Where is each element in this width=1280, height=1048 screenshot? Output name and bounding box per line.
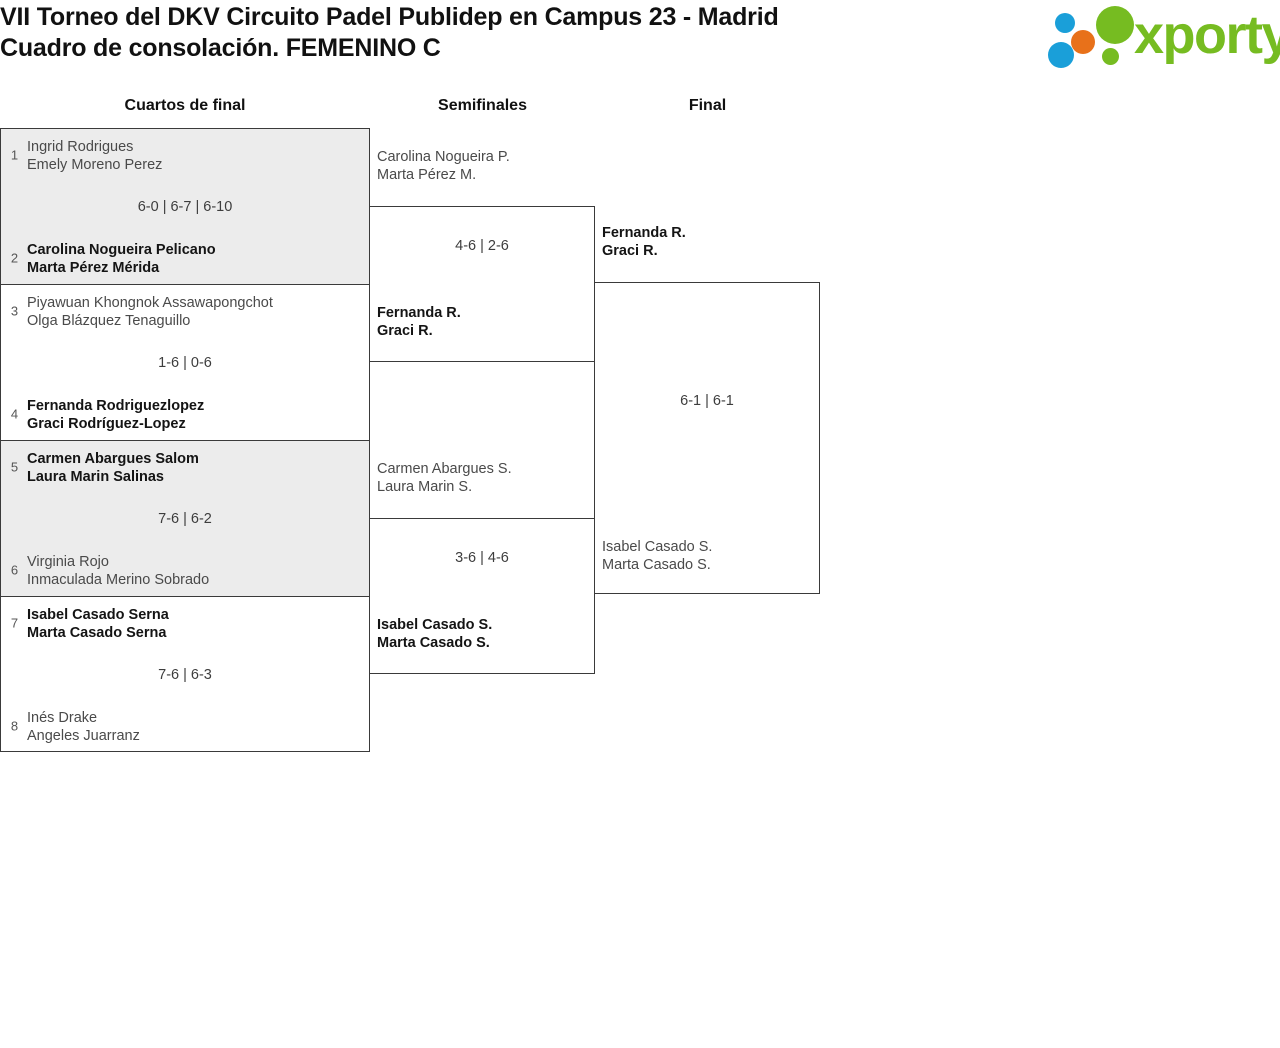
semifinal-1-team-bottom: Fernanda R. Graci R. bbox=[377, 304, 461, 340]
team-bottom: Fernanda Rodriguezlopez Graci Rodríguez-… bbox=[1, 397, 369, 433]
player-name: Fernanda R. bbox=[377, 305, 461, 321]
match-score: 7-6 | 6-2 bbox=[158, 511, 212, 527]
player-name: Isabel Casado S. bbox=[602, 539, 713, 555]
page-title: VII Torneo del DKV Circuito Padel Publid… bbox=[0, 2, 960, 64]
team-bottom: Inés Drake Angeles Juarranz bbox=[1, 709, 369, 745]
seed-number: 8 bbox=[10, 718, 19, 734]
player-name: Isabel Casado Serna bbox=[27, 607, 169, 623]
logo-dot-green-small-icon bbox=[1102, 48, 1119, 65]
player-name: Marta Pérez M. bbox=[377, 167, 477, 183]
semifinal-2-team-bottom: Isabel Casado S. Marta Casado S. bbox=[377, 616, 492, 652]
player-name: Laura Marin S. bbox=[377, 479, 473, 495]
player-name: Fernanda R. bbox=[602, 225, 686, 241]
semifinal-1-team-top: Carolina Nogueira P. Marta Pérez M. bbox=[377, 148, 510, 184]
page-title-line-2: Cuadro de consolación. FEMENINO C bbox=[0, 34, 441, 62]
match-score: 4-6 | 2-6 bbox=[455, 238, 509, 254]
player-name: Ingrid Rodrigues bbox=[27, 139, 134, 155]
match-score: 6-1 | 6-1 bbox=[680, 393, 734, 409]
player-name: Graci Rodríguez-Lopez bbox=[27, 416, 186, 432]
match-semifinal-2[interactable]: 3-6 | 4-6 bbox=[369, 518, 595, 674]
seed-number: 5 bbox=[10, 459, 19, 475]
player-name: Graci R. bbox=[602, 243, 658, 259]
logo-dot-blue-small-icon bbox=[1055, 13, 1075, 33]
round-heading-semifinals: Semifinales bbox=[438, 97, 527, 114]
match-quarterfinal-2[interactable]: 3 Piyawuan Khongnok Assawapongchot Olga … bbox=[0, 284, 370, 440]
team-top: Ingrid Rodrigues Emely Moreno Perez bbox=[1, 138, 369, 174]
player-name: Fernanda Rodriguezlopez bbox=[27, 398, 205, 414]
semifinal-2-team-top: Carmen Abargues S. Laura Marin S. bbox=[377, 460, 512, 496]
logo-wordmark: xporty bbox=[1134, 5, 1280, 65]
player-name: Graci R. bbox=[377, 323, 433, 339]
player-name: Piyawuan Khongnok Assawapongchot bbox=[27, 295, 273, 311]
player-name: Marta Casado Serna bbox=[27, 625, 167, 641]
xporty-logo[interactable]: xporty bbox=[1046, 4, 1280, 68]
seed-number: 3 bbox=[10, 303, 19, 319]
team-bottom: Virginia Rojo Inmaculada Merino Sobrado bbox=[1, 553, 369, 589]
logo-dot-blue-large-icon bbox=[1048, 42, 1074, 68]
logo-dot-green-large-icon bbox=[1096, 6, 1134, 44]
team-top: Piyawuan Khongnok Assawapongchot Olga Bl… bbox=[1, 294, 369, 330]
match-score: 3-6 | 4-6 bbox=[455, 550, 509, 566]
player-name: Emely Moreno Perez bbox=[27, 157, 163, 173]
match-final[interactable]: 6-1 | 6-1 bbox=[594, 282, 820, 594]
player-name: Carmen Abargues Salom bbox=[27, 451, 199, 467]
player-name: Laura Marin Salinas bbox=[27, 469, 164, 485]
page-title-line-1: VII Torneo del DKV Circuito Padel Publid… bbox=[0, 3, 779, 31]
match-score: 6-0 | 6-7 | 6-10 bbox=[137, 199, 233, 215]
player-name: Inmaculada Merino Sobrado bbox=[27, 572, 210, 588]
team-bottom: Carolina Nogueira Pelicano Marta Pérez M… bbox=[1, 241, 369, 277]
player-name: Carolina Nogueira P. bbox=[377, 149, 510, 165]
player-name: Inés Drake bbox=[27, 710, 98, 726]
player-name: Marta Casado S. bbox=[602, 557, 711, 573]
team-top: Carmen Abargues Salom Laura Marin Salina… bbox=[1, 450, 369, 486]
seed-number: 4 bbox=[10, 406, 19, 422]
match-quarterfinal-4[interactable]: 7 Isabel Casado Serna Marta Casado Serna… bbox=[0, 596, 370, 752]
match-score: 1-6 | 0-6 bbox=[158, 355, 212, 371]
player-name: Isabel Casado S. bbox=[377, 617, 493, 633]
team-top: Isabel Casado Serna Marta Casado Serna bbox=[1, 606, 369, 642]
round-heading-quarterfinals: Cuartos de final bbox=[124, 97, 246, 114]
logo-dot-orange-icon bbox=[1071, 30, 1095, 54]
seed-number: 7 bbox=[10, 615, 19, 631]
player-name: Marta Casado S. bbox=[377, 635, 490, 651]
match-score: 7-6 | 6-3 bbox=[158, 667, 212, 683]
seed-number: 1 bbox=[10, 147, 19, 163]
seed-number: 6 bbox=[10, 562, 19, 578]
player-name: Angeles Juarranz bbox=[27, 728, 140, 744]
player-name: Carmen Abargues S. bbox=[377, 461, 512, 477]
player-name: Carolina Nogueira Pelicano bbox=[27, 242, 216, 258]
round-heading-final: Final bbox=[688, 97, 727, 114]
match-quarterfinal-3[interactable]: 5 Carmen Abargues Salom Laura Marin Sali… bbox=[0, 440, 370, 596]
player-name: Virginia Rojo bbox=[27, 554, 109, 570]
final-team-top: Fernanda R. Graci R. bbox=[602, 224, 686, 260]
match-quarterfinal-1[interactable]: 1 Ingrid Rodrigues Emely Moreno Perez 6-… bbox=[0, 128, 370, 284]
player-name: Marta Pérez Mérida bbox=[27, 260, 160, 276]
player-name: Olga Blázquez Tenaguillo bbox=[27, 313, 191, 329]
final-team-bottom: Isabel Casado S. Marta Casado S. bbox=[602, 538, 712, 574]
seed-number: 2 bbox=[10, 250, 19, 266]
page-header: VII Torneo del DKV Circuito Padel Publid… bbox=[0, 0, 1280, 86]
